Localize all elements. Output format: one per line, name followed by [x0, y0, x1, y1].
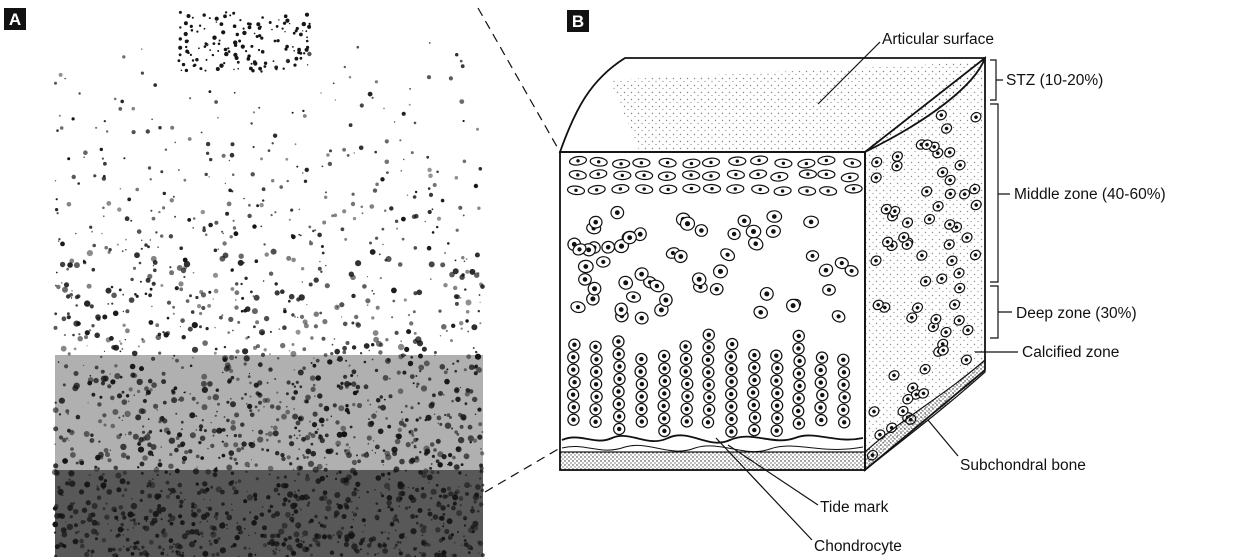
panel-b-tag-label: B — [572, 12, 584, 31]
subchondral-bone-leader — [928, 420, 958, 456]
calcified-zone-label: Calcified zone — [1022, 344, 1119, 361]
deep-zone-label: Deep zone (30%) — [1016, 305, 1137, 322]
tide-mark-label: Tide mark — [820, 499, 889, 516]
panel-a-tag: A — [4, 8, 26, 30]
panel-b-tag: B — [567, 10, 589, 32]
middle-zone-bracket — [990, 104, 1010, 282]
micrograph-image — [52, 11, 485, 557]
tide-mark-line — [562, 435, 863, 442]
subchondral-bone-front — [560, 452, 865, 470]
connector-line-top — [478, 8, 560, 152]
stz-bracket — [990, 60, 1003, 100]
subchondral-bone-label: Subchondral bone — [960, 457, 1086, 474]
middle-zone-label: Middle zone (40-60%) — [1014, 186, 1166, 203]
chondrocyte-label: Chondrocyte — [814, 538, 902, 555]
panel-a: A — [4, 8, 485, 557]
panel-b: B Articular surface STZ (10-20%) Middle — [560, 10, 1166, 555]
panel-a-tag-label: A — [9, 10, 21, 29]
deep-zone-bracket — [990, 286, 1012, 338]
articular-surface-label: Articular surface — [882, 31, 994, 48]
connector-line-bottom — [485, 448, 560, 492]
stz-label: STZ (10-20%) — [1006, 72, 1103, 89]
